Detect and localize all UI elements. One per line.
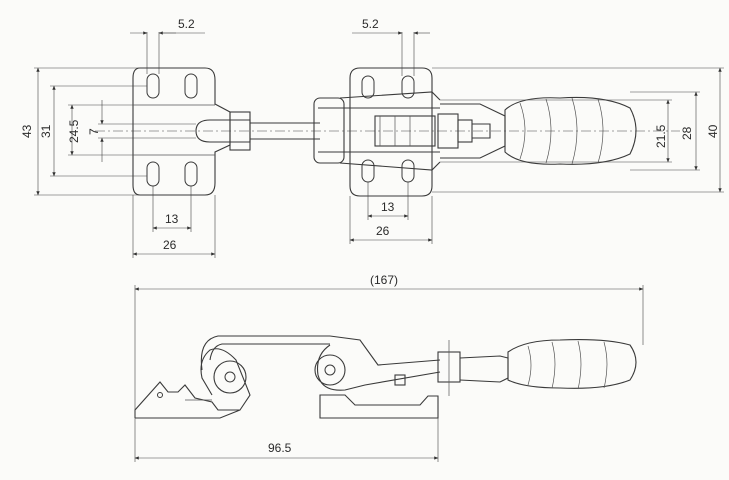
mounting-slot [146, 73, 160, 99]
dim-height-31: 31 [39, 124, 53, 138]
dim-height-43: 43 [20, 124, 34, 138]
dim-width-26-right: 26 [376, 224, 390, 238]
dim-height-40: 40 [706, 124, 720, 138]
dim-spacing-13-left: 13 [165, 212, 179, 226]
right-base-plate [349, 67, 433, 197]
dim-spacing-13-right: 13 [381, 200, 395, 214]
left-hook-plate [132, 67, 231, 196]
handle-top [504, 96, 637, 165]
dim-height-7: 7 [87, 128, 101, 135]
dim-height-24-5: 24.5 [67, 119, 81, 143]
dim-base-length: 96.5 [268, 441, 292, 455]
mounting-slot [361, 159, 375, 183]
top-view [95, 67, 680, 197]
mounting-slot [184, 161, 198, 187]
dim-slot-top-left: 5.2 [178, 17, 195, 31]
side-base [314, 335, 509, 419]
handle-side [507, 339, 637, 390]
dim-overall-length: (167) [370, 273, 398, 287]
mounting-slot [361, 75, 375, 99]
side-view [134, 335, 637, 419]
mounting-slot [401, 159, 415, 183]
side-hook [134, 335, 330, 419]
mounting-slot [184, 73, 198, 99]
side-dimensions: (167) 96.5 [134, 273, 644, 462]
top-dimensions: 5.2 5.2 43 31 24.5 7 13 [20, 17, 724, 258]
dim-height-21-5: 21.5 [654, 124, 668, 148]
dim-slot-top-right: 5.2 [362, 17, 379, 31]
dim-height-28: 28 [680, 126, 694, 140]
mounting-slot [146, 161, 160, 187]
mounting-slot [401, 75, 415, 99]
dim-width-26-left: 26 [163, 238, 177, 252]
